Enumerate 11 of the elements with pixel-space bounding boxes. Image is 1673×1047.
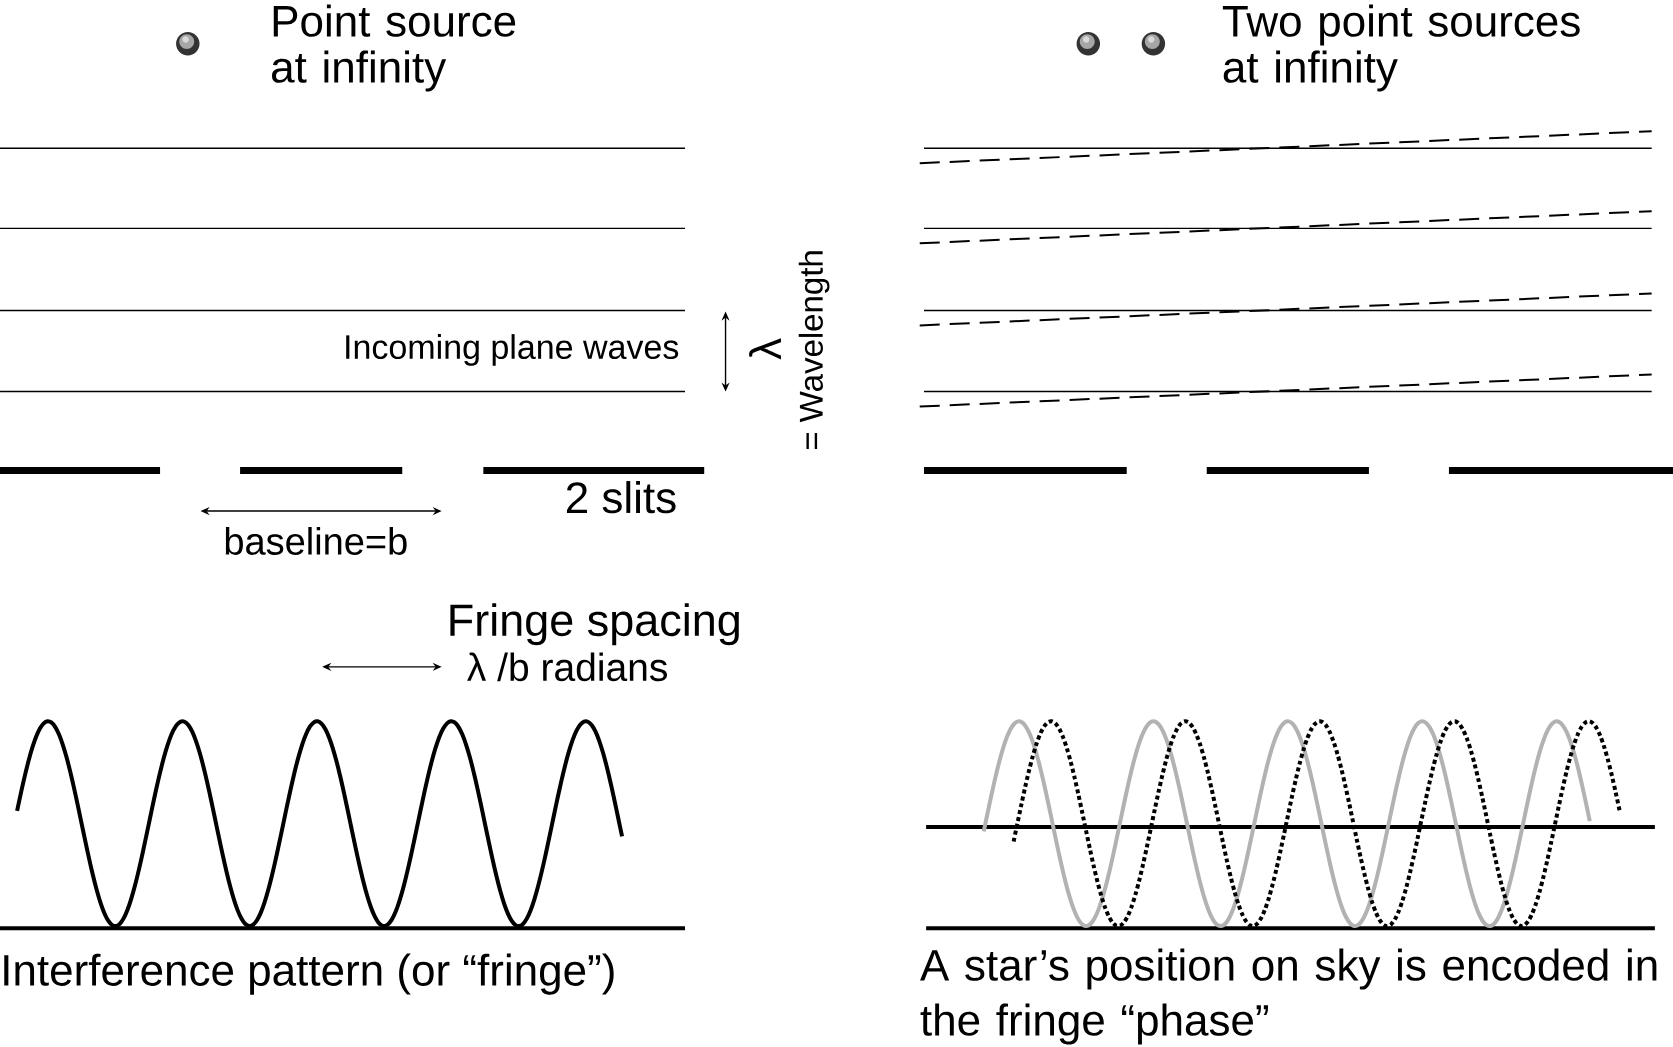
wavelength-label: = Wavelength — [798, 251, 830, 450]
source-label: Two point sources at infinity — [1222, 4, 1580, 92]
wavelength-symbol: λ — [749, 338, 781, 360]
source-label: Point source at infinity — [272, 4, 516, 92]
caption-text: A star’s position on sky is encoded in the fringe “phase” — [920, 948, 1657, 1045]
fringe-spacing-label: Fringe spacing — [450, 603, 739, 646]
wave-label: Incoming plane waves — [346, 334, 679, 366]
baseline-label: baseline=b — [225, 527, 407, 556]
caption-text: Interference pattern (or “fringe”) — [4, 953, 614, 995]
slit-label: 2 slits — [566, 481, 676, 514]
fringe-spacing-value: λ /b radians — [467, 652, 667, 682]
